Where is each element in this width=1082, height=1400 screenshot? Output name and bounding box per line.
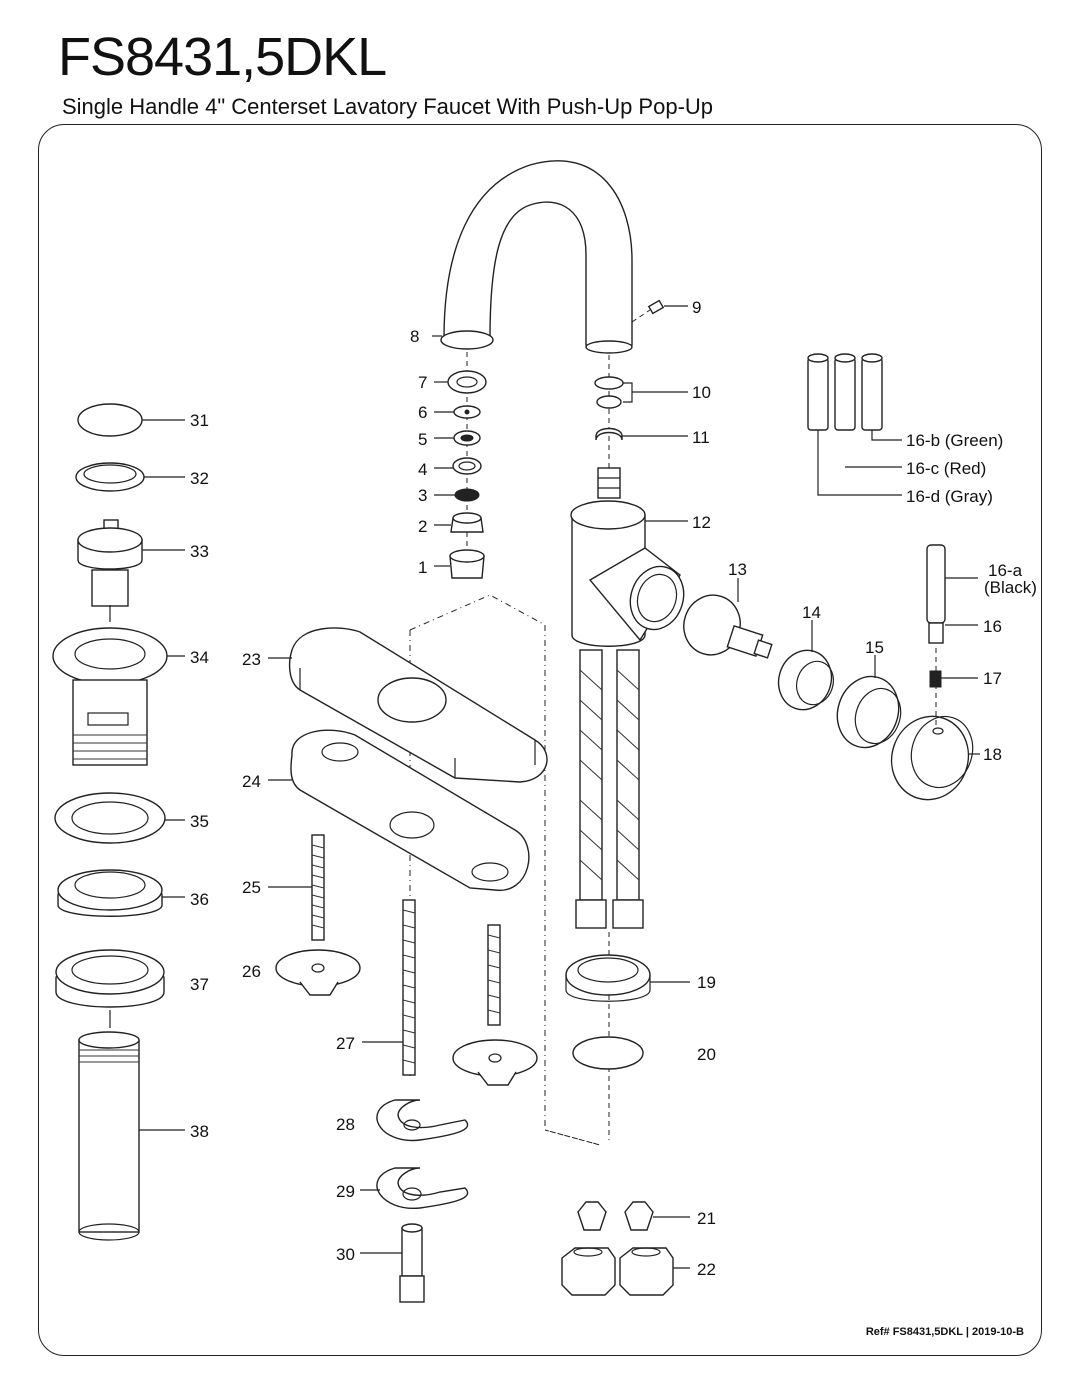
slotted-washer-part-29 [376,1167,469,1209]
bonnet-nut-part-14 [777,649,835,711]
label-4: 4 [418,460,427,479]
label-16c: 16-c (Red) [906,459,986,478]
locknut-part-37 [55,949,165,1028]
label-32: 32 [190,469,209,488]
reference-number: Ref# FS8431,5DKL | 2019-10-B [865,1326,1024,1338]
compression-sleeves-part-21 [577,1201,654,1231]
spout-part-8 [440,160,633,354]
washer-part-19 [565,954,651,1002]
stud-part-25 [311,834,325,941]
label-11: 11 [692,428,710,447]
label-31: 31 [190,411,209,430]
cartridge-part-13 [683,594,773,659]
label-7: 7 [418,373,427,392]
label-37: 37 [190,975,209,994]
mounting-nut-part-30 [399,1223,425,1303]
label-5: 5 [418,430,427,449]
label-13: 13 [728,560,747,579]
part-labels: 31 32 33 34 35 36 37 38 8 7 6 5 4 3 2 1 … [190,298,1037,1279]
stopper-part-33 [77,519,143,622]
handle-part-18 [890,715,974,801]
label-10: 10 [692,383,711,402]
label-20: 20 [697,1045,716,1064]
color-caps-16bcd [807,353,883,431]
gasket-part-24 [290,729,530,891]
washer-part-35 [54,792,166,844]
label-16b: 16-b (Green) [906,431,1003,450]
label-28: 28 [336,1115,355,1134]
label-17: 17 [983,669,1002,688]
label-12: 12 [692,513,711,532]
faucet-body-part-12 [570,467,685,647]
slotted-washer-part-28 [376,1099,469,1142]
lever-part-16 [926,544,946,725]
drain-cap-part-31 [77,403,143,437]
set-screw-part-9 [647,299,665,315]
label-21: 21 [697,1209,716,1228]
label-26: 26 [242,962,261,981]
compression-nuts-part-22 [561,1247,674,1296]
label-24: 24 [242,772,261,791]
label-16: 16 [983,617,1002,636]
model-title: FS8431,5DKL [58,27,387,87]
aerator-stack [447,370,487,579]
label-16a-black: (Black) [984,578,1037,597]
label-38: 38 [190,1122,209,1141]
set-screw-part-17 [929,670,942,688]
mounting-plate-part-26 [275,949,361,996]
label-15: 15 [865,638,884,657]
label-27: 27 [336,1034,355,1053]
seal-part-32 [75,462,145,492]
label-23: 23 [242,650,261,669]
o-ring-part-20 [572,1036,644,1070]
cap-part-15 [836,675,902,749]
label-22: 22 [697,1260,716,1279]
label-8: 8 [410,327,419,346]
label-2: 2 [418,517,427,536]
label-14: 14 [802,603,821,622]
label-9: 9 [692,298,701,317]
clip-part-11 [595,427,623,441]
label-30: 30 [336,1245,355,1264]
label-19: 19 [697,973,716,992]
label-36: 36 [190,890,209,909]
stud-part-27 [402,899,416,1076]
stud-part-right [452,924,538,1086]
label-3: 3 [418,486,427,505]
label-18: 18 [983,745,1002,764]
label-29: 29 [336,1182,355,1201]
label-16d: 16-d (Gray) [906,487,993,506]
gasket-part-36 [57,869,163,917]
deck-plate-part-23 [288,627,548,783]
diagram-frame [38,124,1042,1356]
label-34: 34 [190,648,209,667]
supply-hoses [575,649,644,929]
tailpiece-part-38 [78,1031,140,1241]
label-6: 6 [418,403,427,422]
drain-body-part-34 [52,627,168,766]
product-description: Single Handle 4" Centerset Lavatory Fauc… [62,94,714,119]
label-1: 1 [418,558,427,577]
label-33: 33 [190,542,209,561]
label-16a: 16-a [988,561,1023,580]
label-25: 25 [242,878,261,897]
label-35: 35 [190,812,209,831]
leader-lines [139,305,980,1269]
